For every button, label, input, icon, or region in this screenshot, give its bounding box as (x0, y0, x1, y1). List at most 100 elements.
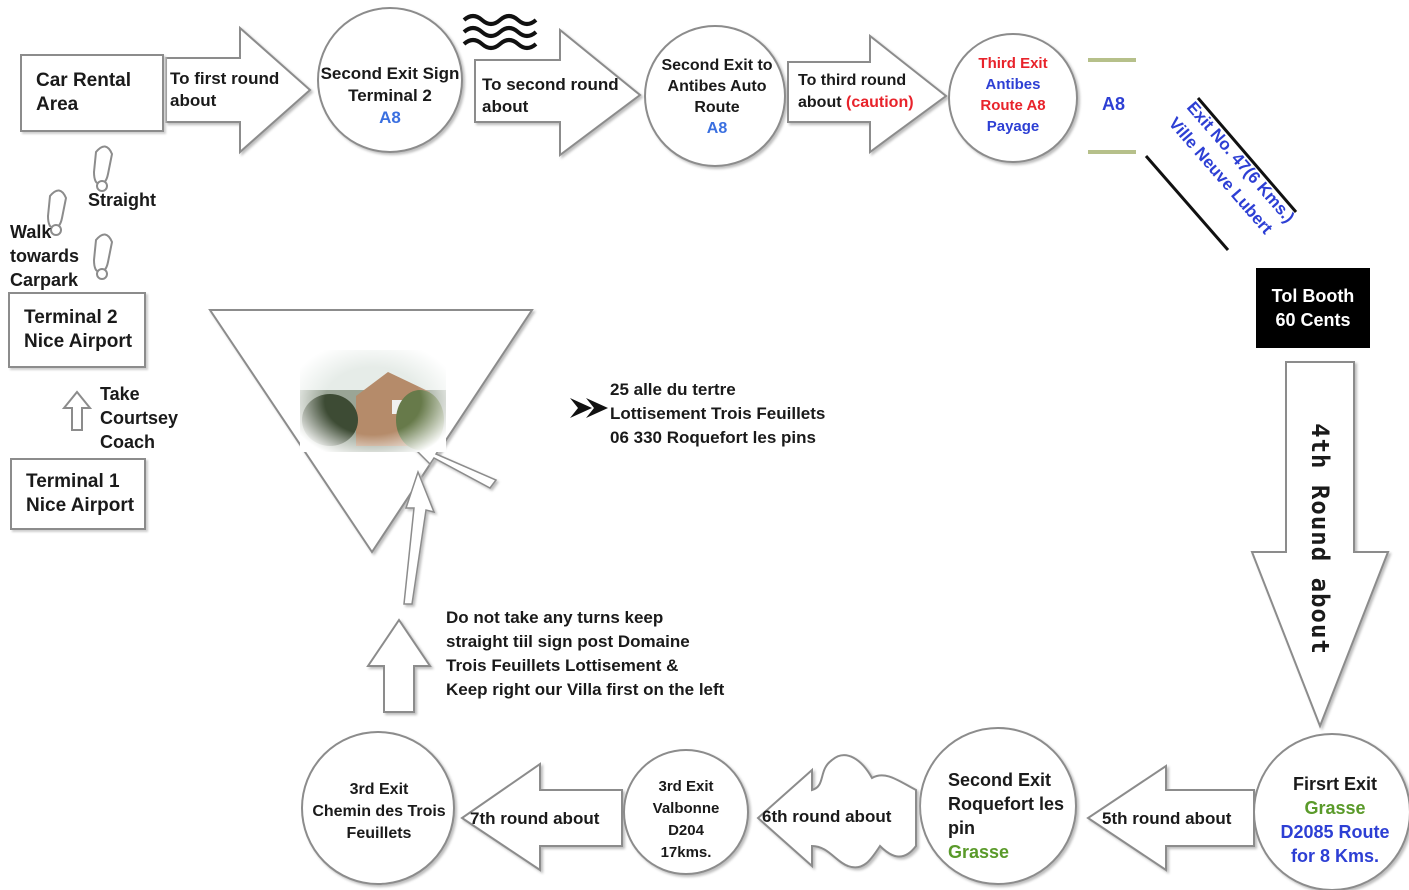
circle-third-line3: D204 (668, 822, 704, 839)
walk-line3: Carpark (10, 270, 79, 290)
arrow-to-second-roundabout (474, 27, 642, 157)
circle-second-line4: Grasse (948, 842, 1010, 862)
circle-final-label: 3rd Exit Chemin des Trois Feuillets (302, 776, 456, 848)
roundabout-2 (644, 25, 786, 167)
arrow6-label: 6th round about (762, 807, 892, 826)
arrow3-line2: about (798, 94, 842, 111)
circle2-a8: A8 (706, 120, 728, 137)
roundabout-chemin-trois-feuillets (301, 731, 455, 885)
arrow3-line1: To third round (798, 72, 907, 89)
instructions-line2: straight tiil sign post Domaine (446, 632, 690, 651)
terminal2-line2: Nice Airport (24, 331, 133, 352)
arrow2-line1: To second round (482, 75, 619, 94)
toll-booth-label: Tol Booth 60 Cents (1256, 268, 1370, 348)
circle-final-line2: Chemin des Trois (312, 803, 446, 820)
circle3-line1: Third Exit (978, 55, 1048, 72)
footprint-icon (92, 145, 114, 192)
take-coach-line3: Coach (100, 432, 156, 452)
address-text: 25 alle du tertre Lottisement Trois Feui… (610, 378, 825, 450)
arrow-to-third-roundabout (787, 33, 948, 154)
exit-road-lines (1144, 97, 1298, 251)
circle-second-line3: pin (948, 818, 975, 838)
circle1-line2: Terminal 2 (348, 86, 432, 105)
circle-second-line1: Second Exit (948, 770, 1052, 790)
address-line2: Lottisement Trois Feuillets (610, 404, 826, 423)
straight-label: Straight (88, 190, 157, 210)
circle3-line3: Route A8 (980, 97, 1046, 114)
arrow1-label: To first round about (170, 68, 279, 112)
circle-final-line1: 3rd Exit (349, 781, 409, 798)
toll-booth-box (1256, 268, 1370, 348)
up-arrow-to-villa (366, 618, 432, 713)
circle-first-line2: Grasse (1304, 798, 1366, 818)
car-rental-line1: Car Rental (36, 70, 132, 91)
a8-road-lines (1088, 58, 1136, 154)
terminal2-line1: Terminal 2 (24, 307, 118, 328)
address-line3: 06 330 Roquefort les pins (610, 428, 816, 447)
circle2-label: Second Exit to Antibes Auto Route A8 (650, 57, 784, 137)
circle-third-line4: 17kms. (660, 844, 712, 861)
arrow-to-first-roundabout (165, 25, 312, 155)
circle3-line2: Antibes (985, 76, 1041, 93)
terminal1-box: Terminal 1 Nice Airport (10, 458, 146, 530)
terminal1-line1: Terminal 1 (26, 471, 120, 492)
circle1-label: Second Exit Sign Terminal 2 A8 (318, 46, 462, 146)
circle-second-line2: Roquefort les (948, 794, 1065, 814)
arrow1-line2: about (170, 91, 217, 110)
arrow5-label: 5th round about (1102, 809, 1232, 828)
arrow3-label: To third round about (caution) (798, 70, 914, 114)
arrow7-label: 7th round about (470, 809, 600, 828)
roundabout-1 (317, 7, 463, 153)
circle-first-line1: Firsrt Exit (1292, 774, 1378, 794)
car-rental-line2: Area (36, 94, 79, 115)
circle-final-line3: Feuillets (346, 825, 412, 842)
circle3-line4: Payage (986, 118, 1040, 135)
take-coach-line1: Take (100, 384, 140, 404)
arrow-5th-roundabout (1086, 764, 1255, 872)
roundabout-second-exit-roquefort (919, 727, 1077, 885)
fourth-roundabout-label: 4th Round about (1306, 423, 1334, 655)
footprint-icon (92, 233, 114, 280)
circle-first-label: Firsrt Exit Grasse D2085 Route for 8 Kms… (1262, 770, 1408, 870)
arrow2-line2: about (482, 97, 529, 116)
arrow-4th-roundabout (1250, 361, 1390, 729)
walk-label: Walk towards Carpark (10, 220, 79, 292)
arrow-6th-roundabout (756, 754, 917, 869)
terminal2-box: Terminal 2 Nice Airport (8, 292, 146, 368)
circle-first-line4: for 8 Kms. (1290, 846, 1380, 866)
take-coach-line2: Courtsey (100, 408, 179, 428)
circle-third-line1: 3rd Exit (658, 778, 714, 795)
instructions-line4: Keep right our Villa first on the left (446, 680, 725, 699)
instructions-line1: Do not take any turns keep (446, 608, 664, 627)
roundabout-first-exit-grasse (1253, 733, 1409, 890)
instructions-text: Do not take any turns keep straight tiil… (446, 606, 724, 702)
arrow1-line1: To first round (170, 69, 280, 88)
up-arrow-icon (61, 390, 93, 431)
circle2-line2: Antibes Auto (667, 78, 767, 95)
pointer-arrow-1 (403, 469, 436, 605)
circle1-line1: Second Exit Sign (320, 64, 460, 83)
address-line1: 25 alle du tertre (610, 380, 736, 399)
walk-line2: towards (10, 246, 80, 266)
circle2-line1: Second Exit to (661, 57, 773, 74)
roundabout-third-exit-valbonne (623, 749, 749, 875)
arrow-7th-roundabout (460, 762, 623, 872)
terminal1-line2: Nice Airport (26, 495, 135, 516)
toll-line1: Tol Booth (1271, 286, 1355, 306)
circle1-line3: A8 (379, 108, 401, 127)
waves-icon (462, 14, 538, 50)
a8-label: A8 (1102, 94, 1126, 114)
circle-second-label: Second Exit Roquefort les pin Grasse (948, 768, 1064, 864)
toll-line2: 60 Cents (1275, 310, 1351, 330)
instructions-line3: Trois Feuillets Lottisement & (446, 656, 679, 675)
villa-photo (300, 350, 446, 452)
double-arrowhead-icon (570, 398, 608, 418)
footprint-icon (46, 189, 68, 236)
roundabout-3 (948, 33, 1078, 163)
circle2-line3: Route (694, 99, 740, 116)
circle-third-line2: Valbonne (652, 800, 720, 817)
circle-third-label: 3rd Exit Valbonne D204 17kms. (640, 774, 732, 866)
arrow2-label: To second round about (482, 74, 619, 118)
arrow3-caution: (caution) (846, 94, 914, 111)
